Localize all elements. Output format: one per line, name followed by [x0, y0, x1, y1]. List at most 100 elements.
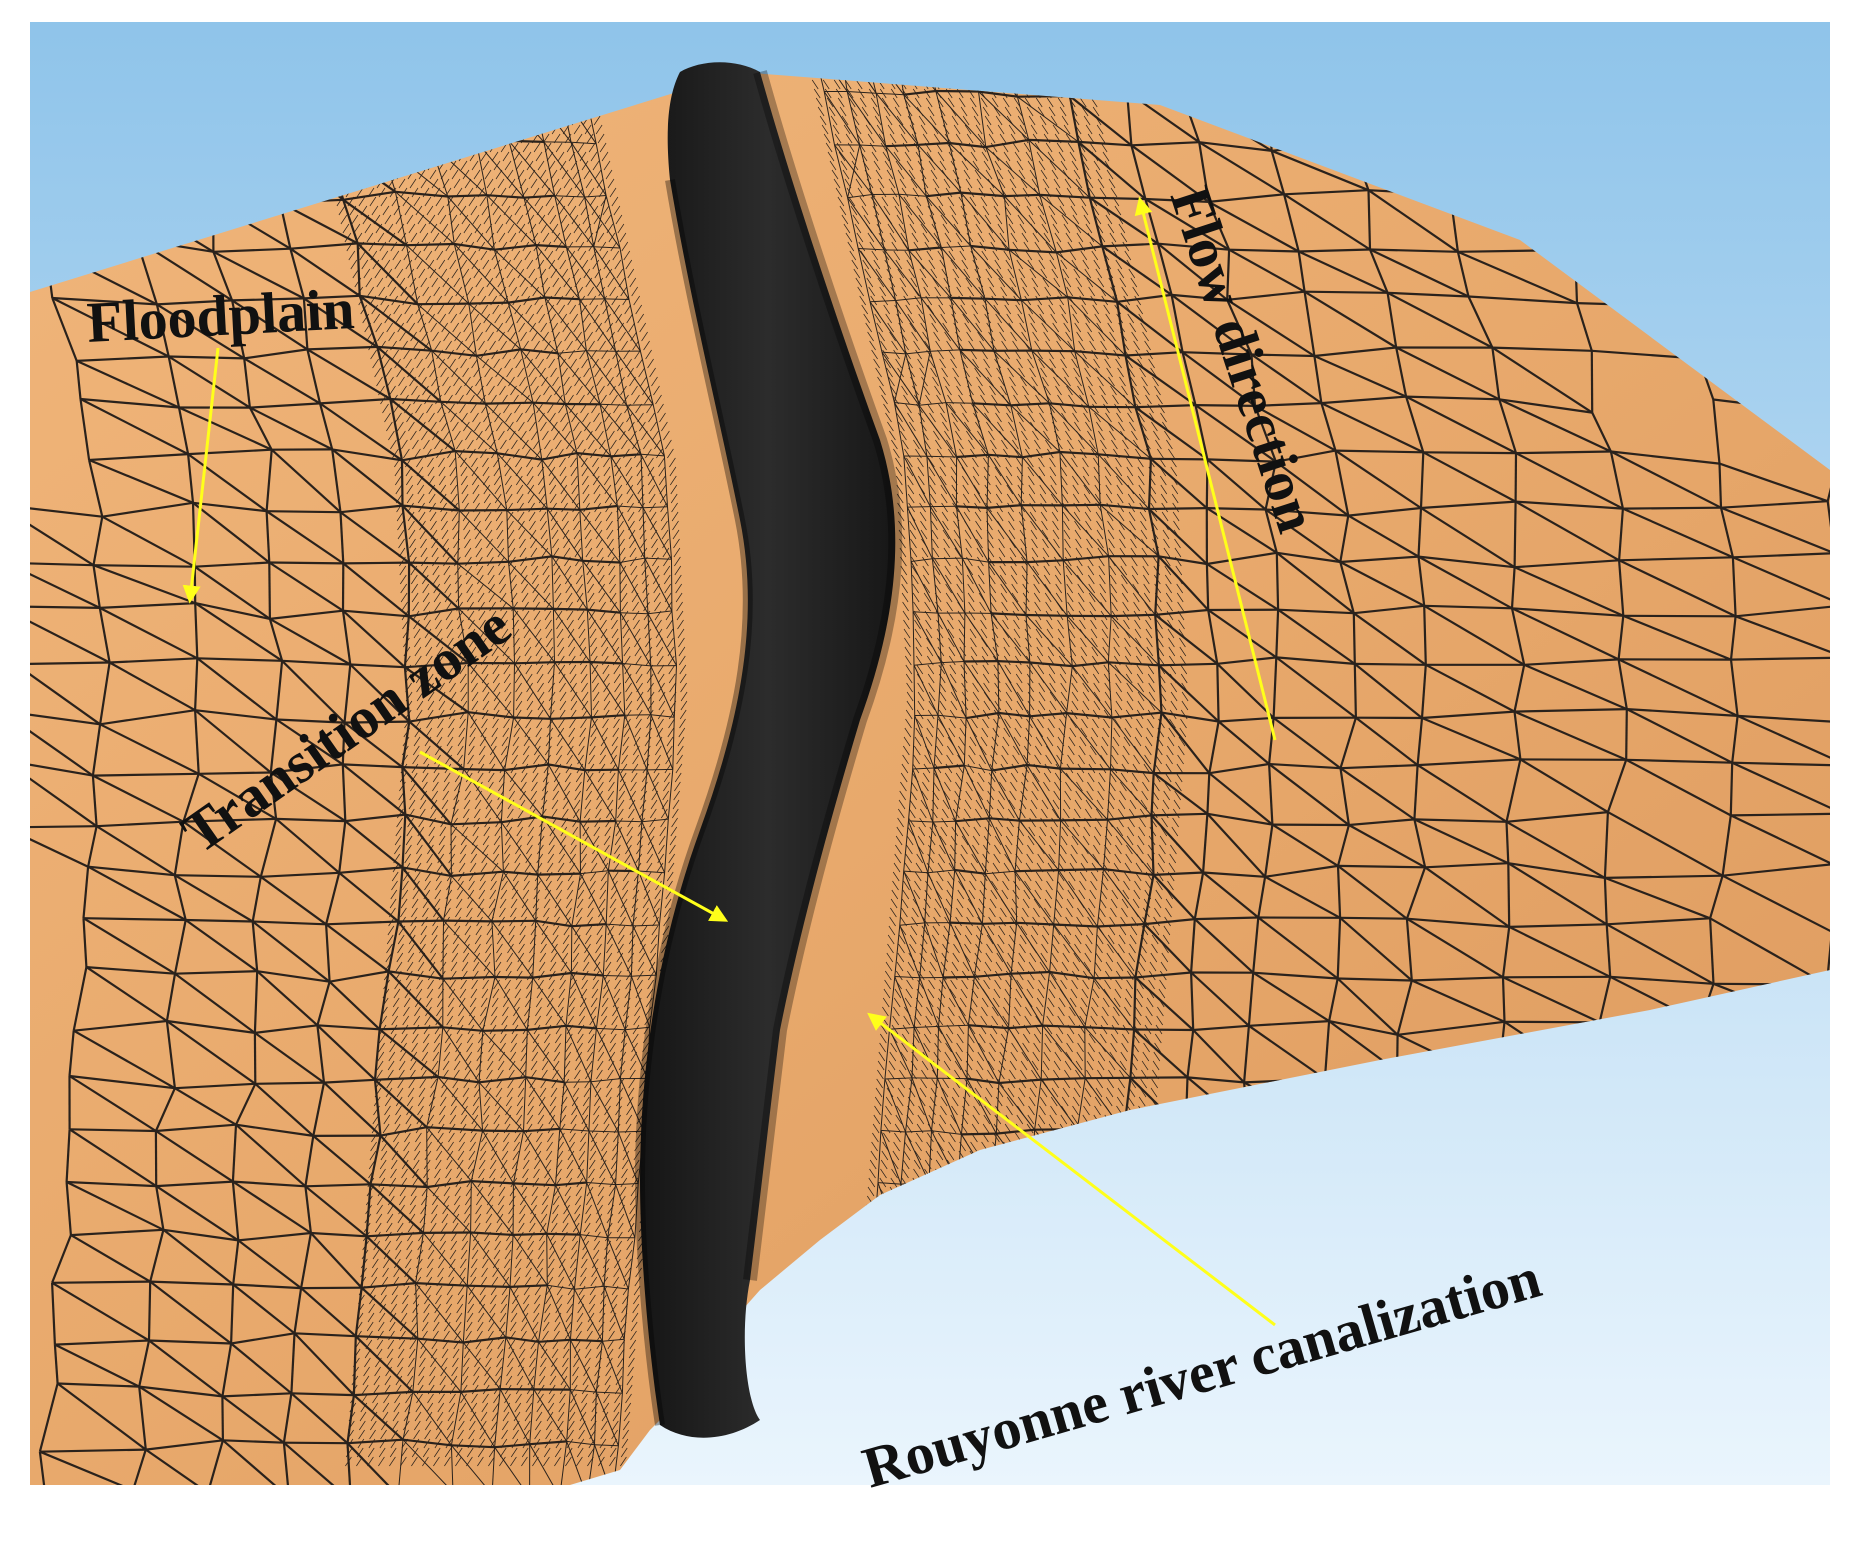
- mesh-edge: [316, 981, 331, 1026]
- mesh-edge: [1048, 403, 1061, 453]
- mesh-edge: [417, 1338, 462, 1393]
- mesh-edge: [875, 93, 887, 147]
- mesh-edge: [523, 194, 555, 199]
- mesh-edge: [551, 555, 583, 562]
- mesh-edge: [99, 723, 200, 775]
- mesh-edge: [387, 970, 444, 1029]
- mesh-edge: [303, 297, 378, 348]
- mesh-edge: [604, 1285, 629, 1290]
- mesh-edge: [402, 1439, 454, 1485]
- mesh-edge: [881, 97, 889, 108]
- mesh-edge: [1505, 821, 1510, 864]
- mesh-edge: [563, 1025, 567, 1083]
- mesh-edge: [956, 505, 988, 509]
- mesh-edge: [917, 141, 950, 146]
- mesh-edge: [1498, 398, 1518, 454]
- mesh-edge: [880, 1129, 906, 1133]
- mesh-edge: [1395, 346, 1500, 401]
- mesh-edge: [92, 774, 184, 823]
- mesh-edge: [401, 814, 407, 868]
- mesh-edge: [894, 976, 915, 1028]
- mesh-edge: [1625, 709, 1628, 760]
- mesh-edge: [1355, 716, 1419, 766]
- mesh-edge: [582, 560, 588, 610]
- mesh-edge: [815, 97, 823, 108]
- mesh-edge: [482, 1030, 527, 1078]
- mesh-edge: [579, 299, 587, 351]
- mesh-edge: [987, 454, 1022, 506]
- mesh-edge: [221, 1396, 224, 1441]
- mesh-edge: [1623, 614, 1736, 618]
- mesh-edge: [1108, 661, 1159, 667]
- mesh-edge: [494, 1443, 530, 1449]
- mesh-edge: [283, 1441, 352, 1485]
- mesh-edge: [942, 977, 969, 1026]
- mesh-edge: [1276, 551, 1341, 564]
- mesh-edge: [941, 661, 965, 664]
- mesh-edge: [356, 242, 419, 305]
- mesh-edge: [871, 194, 910, 251]
- mesh-edge: [858, 248, 885, 251]
- mesh-edge: [101, 515, 196, 568]
- mesh-edge: [1709, 917, 1828, 986]
- mesh-edge: [1156, 243, 1173, 296]
- mesh-edge: [627, 1237, 636, 1290]
- mesh-edge: [417, 302, 469, 306]
- mesh-edge: [619, 557, 645, 563]
- mesh-edge: [1077, 141, 1147, 200]
- mesh-edge: [817, 106, 825, 117]
- mesh-edge: [514, 663, 551, 720]
- mesh-edge: [585, 350, 601, 405]
- mesh-edge: [1607, 811, 1724, 877]
- mesh-edge: [331, 448, 404, 507]
- mesh-edge: [87, 865, 187, 921]
- mesh-edge: [1625, 758, 1732, 817]
- mesh-edge: [1207, 609, 1277, 659]
- mesh-edge: [1152, 712, 1163, 774]
- mesh-edge: [644, 558, 649, 614]
- mesh-edge: [1097, 453, 1150, 510]
- mesh-edge: [1730, 814, 1830, 866]
- mesh-edge: [92, 772, 199, 777]
- mesh-edge: [346, 1394, 355, 1444]
- mesh-edge: [1339, 767, 1416, 821]
- mesh-edge: [509, 1286, 539, 1343]
- mesh-edge: [846, 91, 887, 147]
- mesh-edge: [936, 97, 944, 108]
- mesh-edge: [1134, 406, 1209, 461]
- mesh-edge: [529, 1443, 561, 1485]
- mesh-edge: [361, 1282, 416, 1289]
- mesh-edge: [1218, 716, 1274, 723]
- mesh-edge: [478, 1030, 484, 1083]
- mesh-edge: [533, 1341, 539, 1390]
- mesh-edge: [1264, 864, 1339, 878]
- mesh-edge: [640, 453, 665, 457]
- mesh-edge: [437, 1027, 444, 1078]
- mesh-edge: [1336, 977, 1399, 1036]
- mesh-edge: [610, 453, 642, 458]
- mesh-edge: [995, 1082, 1000, 1134]
- mesh-edge: [232, 1180, 306, 1188]
- mesh-edge: [1099, 504, 1110, 557]
- mesh-edge: [68, 1030, 75, 1077]
- mesh-edge: [988, 453, 1023, 459]
- mesh-edge: [213, 247, 291, 253]
- mesh-edge: [505, 1286, 511, 1338]
- mesh-edge: [326, 920, 399, 926]
- mesh-edge: [1511, 607, 1620, 661]
- mesh-edge: [881, 351, 895, 403]
- mesh-edge: [1059, 713, 1068, 769]
- mesh-edge: [1730, 656, 1830, 661]
- mesh-edge: [397, 867, 404, 922]
- mesh-edge: [905, 1130, 932, 1133]
- mesh-edge: [1084, 978, 1095, 1028]
- mesh-edge: [1264, 509, 1278, 554]
- mesh-edge: [1826, 501, 1830, 554]
- mesh-edge: [573, 1288, 603, 1342]
- mesh-edge: [507, 302, 522, 350]
- mesh-edge: [639, 350, 654, 405]
- mesh-edge: [1145, 197, 1209, 203]
- mesh-edge: [1425, 862, 1509, 869]
- mesh-edge: [57, 1382, 140, 1388]
- mesh-edge: [1216, 663, 1220, 722]
